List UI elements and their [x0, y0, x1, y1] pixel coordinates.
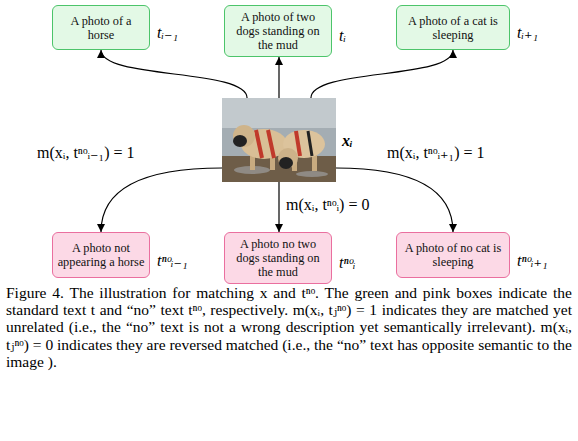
edge-label: m(xᵢ, tⁿᵒᵢ) = 0 — [285, 196, 370, 214]
box-text: A photo of a horse — [53, 12, 149, 44]
dog-face — [233, 135, 247, 147]
image-node: xᵢ — [222, 98, 336, 182]
figure-caption: Figure 4. The illustration for matching … — [6, 284, 572, 370]
symbol-label: tⁿᵒᵢ₊₁ — [517, 251, 548, 270]
arrow-connector — [101, 168, 222, 232]
no-text-box: A photo of no cat is sleepingtⁿᵒᵢ₊₁ — [396, 232, 510, 278]
arrow-connector — [278, 57, 279, 98]
box-text: A photo of no cat is sleeping — [397, 239, 509, 271]
standard-text-box: A photo of two dogs standing on the mudt… — [224, 5, 332, 57]
box-text: A photo not appearing a horse — [53, 239, 149, 271]
dog-head — [278, 148, 298, 168]
water — [222, 98, 336, 128]
photo-background — [222, 98, 336, 182]
symbol-label: tᵢ — [339, 27, 346, 45]
photo-illustration — [222, 98, 336, 182]
edge-label: m(xᵢ, tⁿᵒᵢ₊₁) = 1 — [386, 143, 485, 162]
symbol-label: xᵢ — [342, 132, 353, 150]
box-text: A photo of a cat is sleeping — [397, 12, 509, 44]
harness — [296, 131, 300, 156]
harness — [308, 131, 312, 156]
no-text-box: A photo not appearing a horsetⁿᵒᵢ₋₁ — [52, 232, 150, 278]
standard-text-box: A photo of a cat is sleepingtᵢ₊₁ — [396, 5, 510, 50]
arrow-connector — [278, 182, 279, 232]
arrow-connector — [101, 50, 247, 98]
symbol-label: tᵢ₋₁ — [157, 23, 178, 42]
edge-label: m(xᵢ, tⁿᵒᵢ₋₁) = 1 — [36, 143, 135, 162]
symbol-label: tᵢ₊₁ — [517, 23, 538, 42]
dog-face — [279, 157, 293, 169]
dog-head — [233, 125, 255, 147]
symbol-label: tⁿᵒᵢ₋₁ — [157, 251, 188, 270]
puddle — [296, 171, 328, 177]
harness — [256, 130, 274, 158]
symbol-label: tⁿᵒᵢ — [339, 254, 356, 272]
standard-text-box: A photo of a horsetᵢ₋₁ — [52, 5, 150, 50]
box-text: A photo of two dogs standing on the mud — [225, 8, 331, 54]
box-text: A photo no two dogs standing on the mud — [225, 235, 331, 281]
arrow-connector — [311, 50, 453, 98]
no-text-box: A photo no two dogs standing on the mudt… — [224, 232, 332, 284]
